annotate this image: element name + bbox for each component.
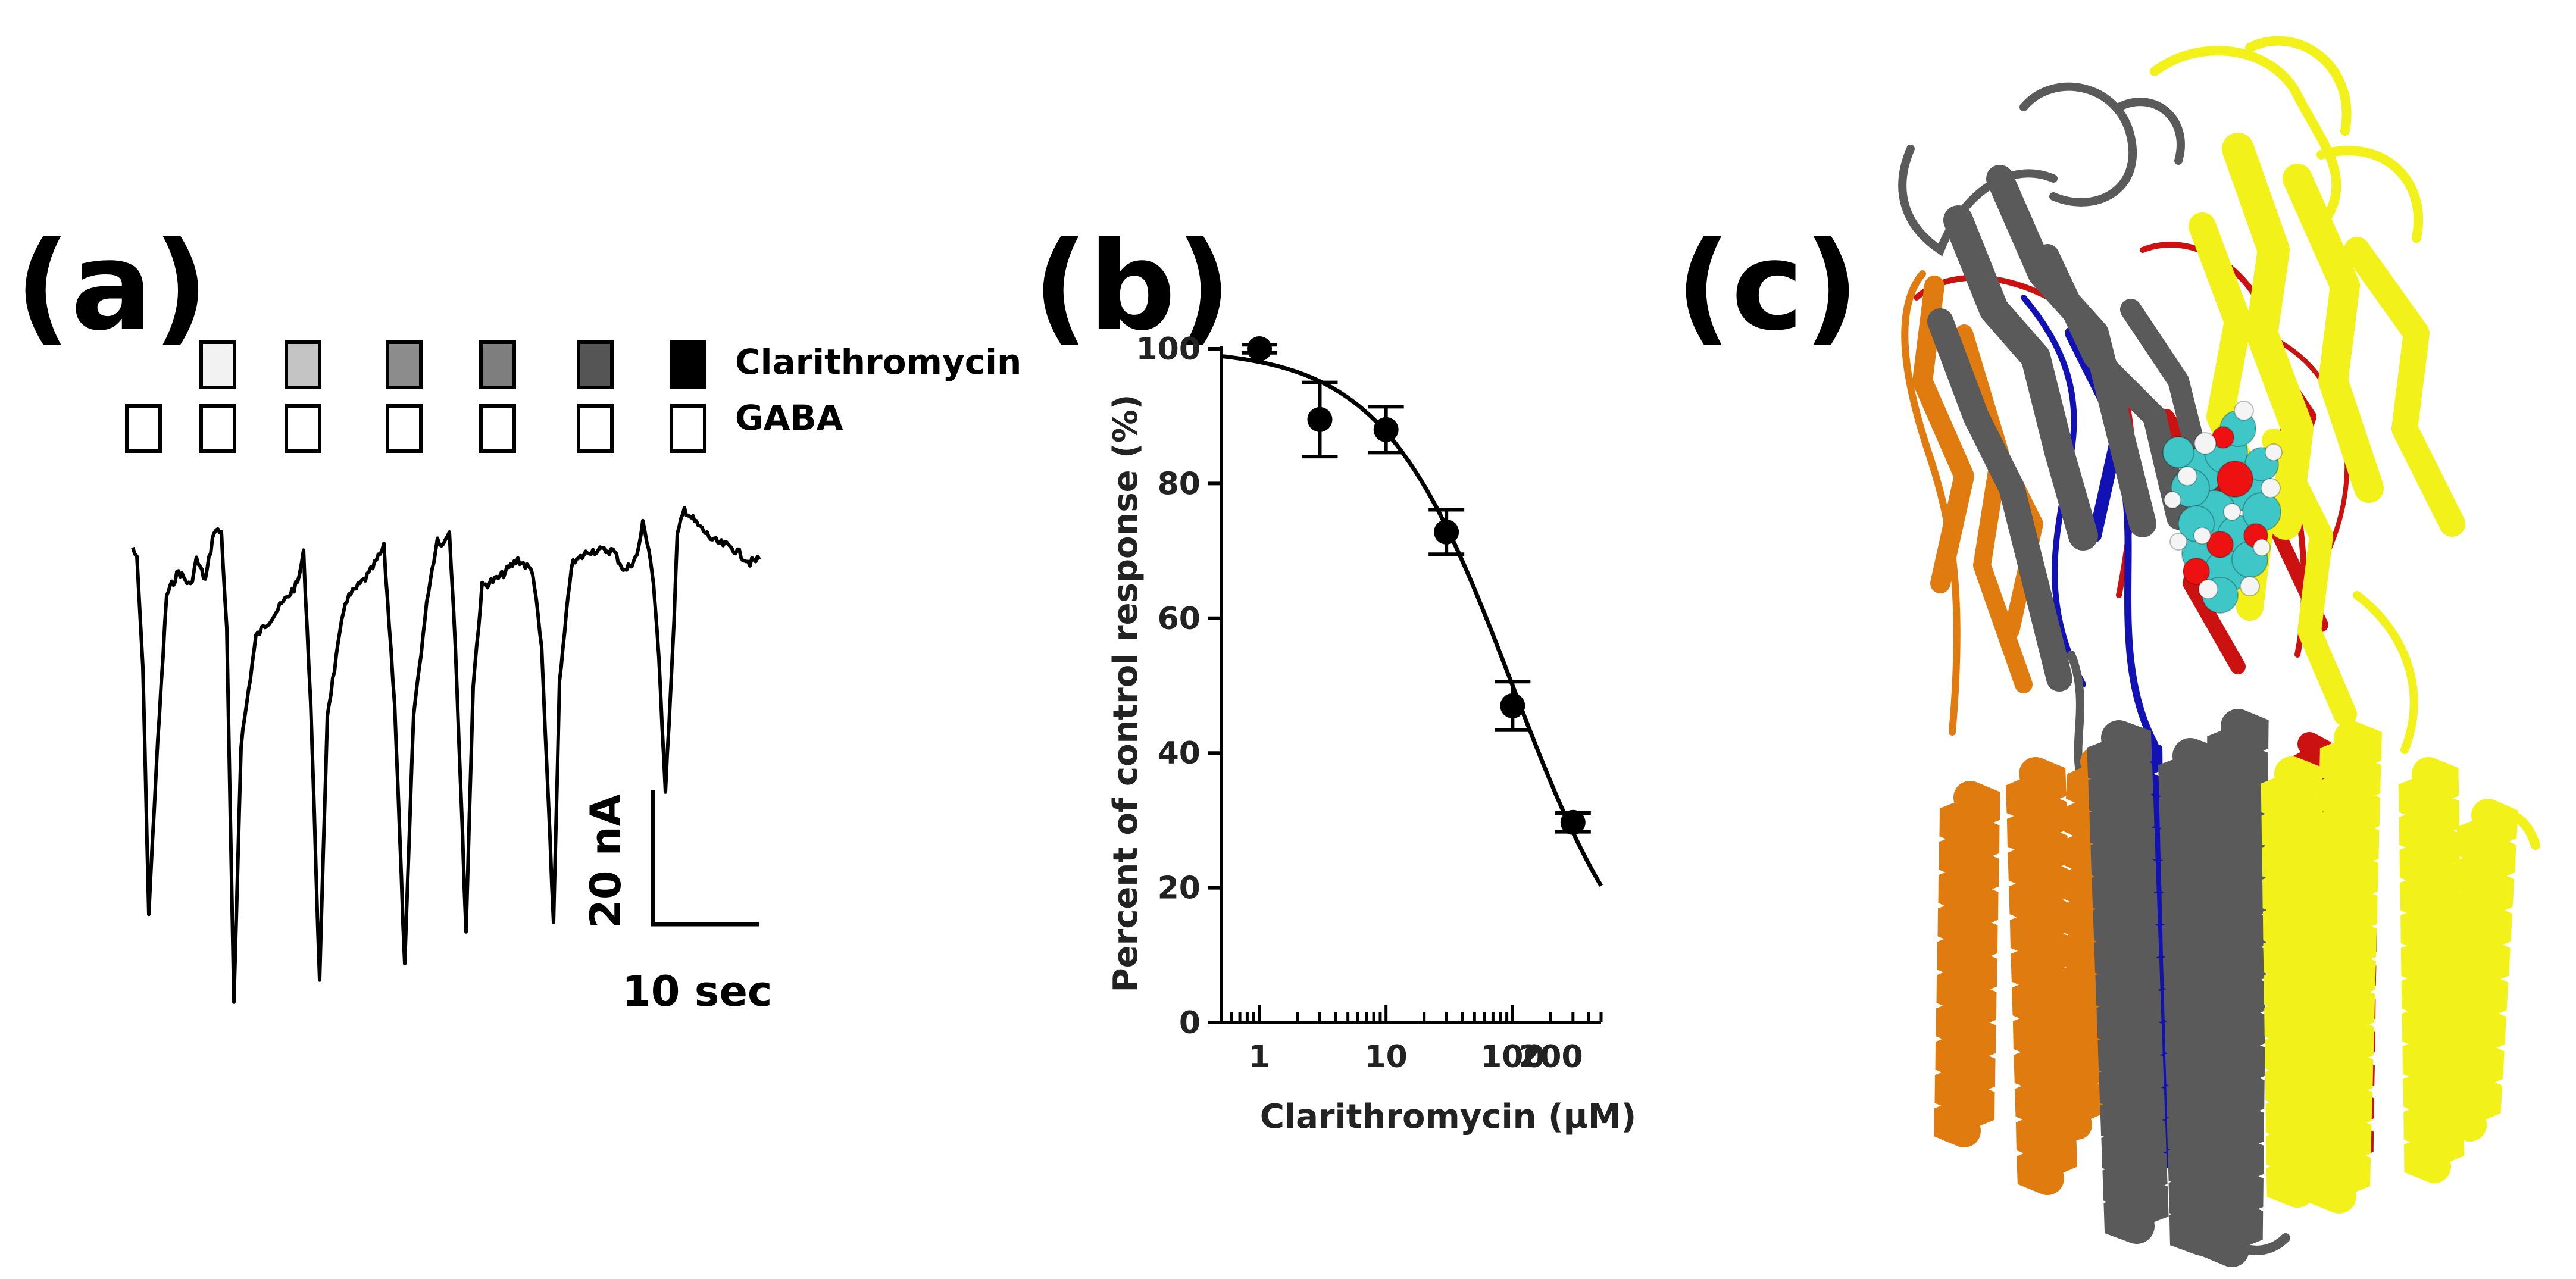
loop <box>2316 146 2424 243</box>
loop <box>2150 46 2341 231</box>
y-tick-label: 0 <box>1179 1005 1201 1041</box>
y-tick-label: 20 <box>1158 871 1201 906</box>
helix <box>2158 738 2235 1256</box>
beta-strand <box>2344 237 2465 537</box>
x-tick-label: 10 <box>1364 1039 1407 1075</box>
beta-strand <box>1927 308 2072 692</box>
current-trace <box>131 505 761 1004</box>
gaba-bar <box>386 404 423 453</box>
scale-bar-lines <box>651 790 759 927</box>
ligand-atom <box>2177 466 2197 486</box>
fit-curve <box>1221 354 1603 887</box>
scale-bar: 20 nA 10 sec <box>582 790 772 1016</box>
y-tick-label: 80 <box>1158 466 1201 502</box>
drug-bar <box>386 340 423 389</box>
helix <box>2308 721 2382 1214</box>
data-point <box>1373 417 1399 442</box>
scale-y-label: 20 nA <box>582 794 630 928</box>
legend-gaba: GABA <box>735 398 843 438</box>
loop <box>2197 1209 2290 1255</box>
ligand-atom <box>2183 558 2210 585</box>
drug-bar <box>199 340 236 389</box>
beta-strand <box>2283 164 2384 503</box>
beta-strand <box>1955 324 2033 693</box>
beta-strand <box>1943 205 2098 551</box>
ligand-atom <box>2253 539 2271 556</box>
protein-ribbons <box>1898 36 2540 1267</box>
ligand-atom <box>2162 436 2194 468</box>
loop <box>1898 145 2058 257</box>
helix <box>2398 757 2465 1183</box>
data-point <box>1434 519 1459 545</box>
ligand-spheres <box>2162 401 2283 614</box>
helix <box>2261 756 2328 1208</box>
loop <box>2245 36 2352 136</box>
y-axis-label: Percent of control response (%) <box>1106 395 1145 993</box>
helix <box>2087 720 2169 1244</box>
data-point <box>1560 809 1586 835</box>
ligand-atom <box>2261 478 2281 498</box>
x-axis-label: Clarithromycin (µM) <box>1260 1097 1636 1136</box>
gaba-bar <box>199 404 236 453</box>
loop <box>1901 270 1961 736</box>
drug-bar <box>479 340 516 389</box>
data-point <box>1307 406 1333 432</box>
gaba-bar <box>125 404 162 453</box>
data-point <box>1247 336 1273 361</box>
ligand-atom <box>2164 491 2181 509</box>
helix <box>2049 747 2123 1140</box>
drug-bar <box>285 340 321 389</box>
panel-a-label: (a) <box>15 216 209 358</box>
y-tick-label: 40 <box>1158 736 1201 771</box>
protocol-bars <box>125 340 706 453</box>
gaba-bar <box>285 404 321 453</box>
loop <box>2019 82 2137 207</box>
ligand-atom <box>2265 443 2283 461</box>
x-tick-label: 100 <box>1480 1039 1545 1075</box>
beta-strand <box>1912 276 1974 593</box>
loop <box>2115 98 2185 165</box>
ligand-atom <box>2169 533 2187 551</box>
ligand-atom <box>2217 461 2253 498</box>
panel-c-label: (c) <box>1675 216 1859 358</box>
scale-x-label: 10 sec <box>622 967 772 1016</box>
beta-strand <box>2036 244 2190 530</box>
x-tick-label: 1 <box>1249 1039 1270 1075</box>
drug-bar <box>577 340 614 389</box>
data-points <box>1242 336 1591 835</box>
legend-clarithromycin: Clarithromycin <box>735 342 1021 382</box>
y-tick-label: 100 <box>1136 332 1201 367</box>
ligand-atom <box>2234 401 2254 421</box>
ligand-atom <box>2194 432 2217 455</box>
loop <box>2353 591 2418 754</box>
ligand-atom <box>2193 527 2211 545</box>
helix <box>2439 799 2519 1142</box>
ligand-atom <box>2240 576 2260 596</box>
data-point <box>1500 693 1525 718</box>
panel-b-label: (b) <box>1033 216 1232 358</box>
y-tick-label: 60 <box>1158 601 1201 637</box>
beta-strand <box>2262 429 2357 726</box>
x-tick-label: 200 <box>1518 1039 1583 1075</box>
helix <box>2201 709 2269 1267</box>
drug-bar <box>670 340 706 389</box>
gaba-bar <box>479 404 516 453</box>
gaba-bar <box>577 404 614 453</box>
loop <box>2459 809 2540 850</box>
ligand-atom <box>2198 579 2218 599</box>
ligand-atom <box>2223 503 2241 521</box>
helix <box>1934 781 2000 1147</box>
beta-strand <box>2120 299 2213 487</box>
helix <box>2006 757 2077 1195</box>
gaba-bar <box>670 404 706 453</box>
ligand-atom <box>2206 531 2234 558</box>
